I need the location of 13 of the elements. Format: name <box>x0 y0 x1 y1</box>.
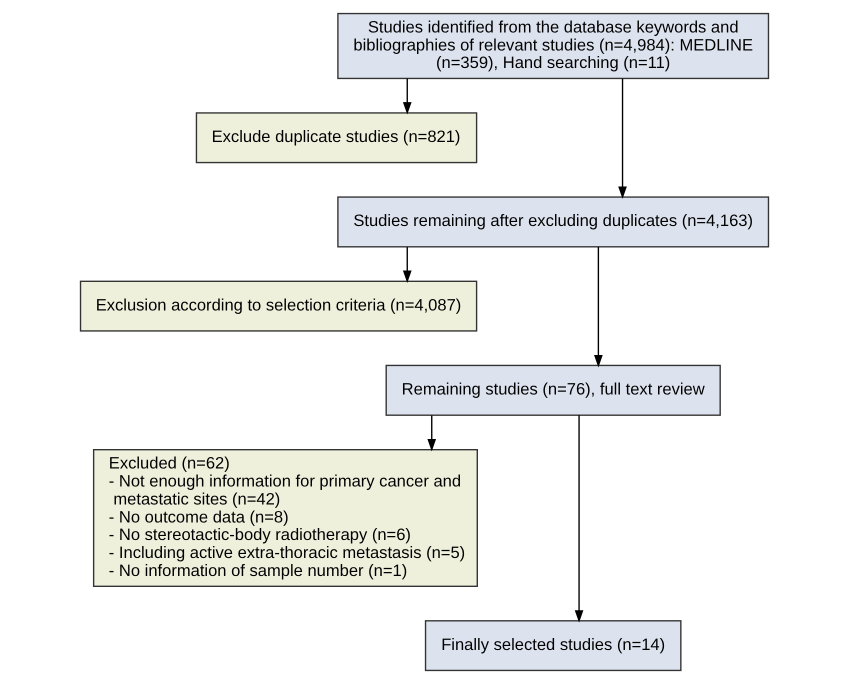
node-box: Exclusion according to selection criteria (n=4,087) <box>79 280 477 332</box>
node-box: Excluded (n=62) - Not enough information for primary cancer and metastatic sites (n=42) - No outcome data (n=8) - No stereotactic-body radiotherapy (n=6) - Including active extra-thoracic metastasis (n=5) - No information of sample number (n=1) <box>92 448 478 587</box>
arrow <box>618 78 626 199</box>
arrow <box>574 415 583 623</box>
arrow <box>402 247 412 283</box>
arrow <box>402 78 412 115</box>
node-box: Exclude duplicate studies (n=821) <box>195 112 477 164</box>
node-box: Remaining studies (n=76), full text review <box>385 364 720 416</box>
node-box: Studies identified from the database keywords and bibliographies of relevant studies (n=4,984): MEDLINE (n=359), Hand searching (n=11) <box>336 12 769 80</box>
node-box: Finally selected studies (n=14) <box>424 620 682 672</box>
arrow <box>426 416 436 452</box>
node-box: Studies remaining after excluding duplicates (n=4,163) <box>336 196 769 248</box>
arrow <box>594 246 602 368</box>
